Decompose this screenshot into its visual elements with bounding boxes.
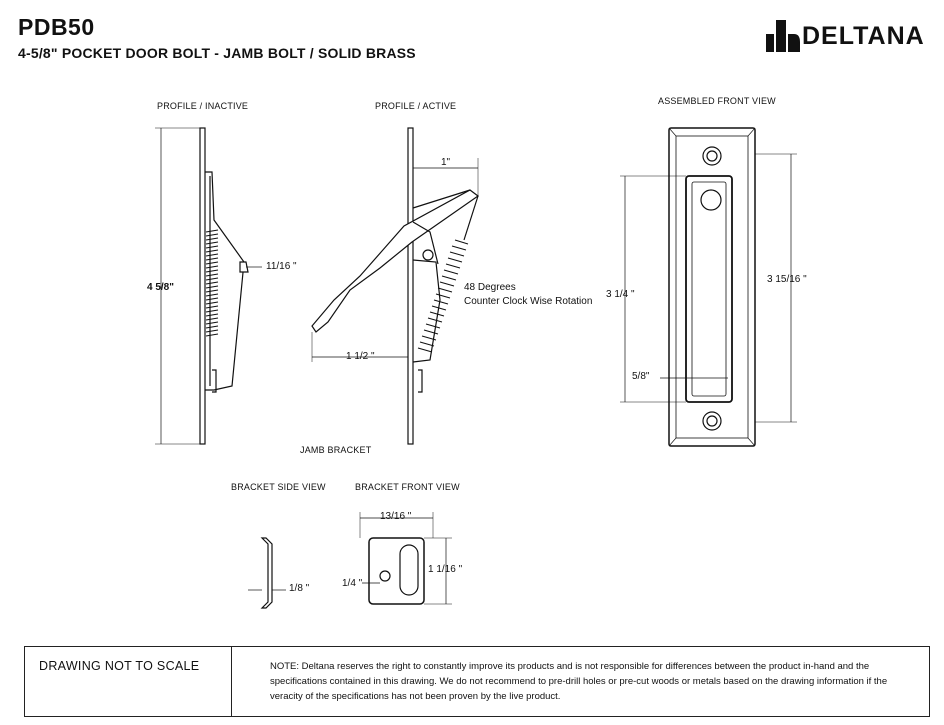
dim-active-top: 1" <box>441 157 451 168</box>
rotation-note-line2: Counter Clock Wise Rotation <box>464 296 593 307</box>
profile-active-view <box>311 127 480 445</box>
dim-face-width: 5/8" <box>632 371 650 382</box>
footer-divider <box>231 647 232 716</box>
dim-bracket-thickness: 1/8 " <box>289 583 310 594</box>
label-bracket-side: BRACKET SIDE VIEW <box>231 482 326 492</box>
dim-plate-height: 3 15/16 " <box>767 274 807 285</box>
label-jamb-bracket: JAMB BRACKET <box>300 445 372 455</box>
page-title: PDB50 <box>18 14 95 40</box>
assembled-front-view <box>620 127 797 447</box>
dim-bracket-width: 13/16 " <box>380 511 412 522</box>
dim-slot-height: 3 1/4 " <box>606 289 635 300</box>
page-subtitle: 4-5/8" POCKET DOOR BOLT - JAMB BOLT / SO… <box>18 45 416 61</box>
dim-bracket-height: 1 1/16 " <box>428 564 463 575</box>
rotation-note-line1: 48 Degrees <box>464 282 516 293</box>
label-assembled-front: ASSEMBLED FRONT VIEW <box>658 96 776 106</box>
bracket-front-view <box>359 512 452 605</box>
disclaimer-note: NOTE: Deltana reserves the right to cons… <box>270 661 888 702</box>
label-profile-active: PROFILE / ACTIVE <box>375 101 457 111</box>
logo-wordmark: DELTANA <box>802 22 925 50</box>
footer-note-box: DRAWING NOT TO SCALE NOTE: Deltana reser… <box>24 646 930 717</box>
deltana-logo: DELTANA <box>766 20 936 52</box>
deltana-logo-mark-icon <box>766 20 800 52</box>
dim-bracket-hole: 1/4 " <box>342 578 363 589</box>
bracket-side-view <box>248 537 286 609</box>
drawing-scale-label: DRAWING NOT TO SCALE <box>39 659 200 673</box>
dim-projection-inactive: 11/16 " <box>266 261 297 272</box>
profile-inactive-view <box>155 127 262 445</box>
dim-active-reach: 1 1/2 " <box>346 351 375 362</box>
dim-overall-height: 4 5/8" <box>147 282 174 293</box>
label-bracket-front: BRACKET FRONT VIEW <box>355 482 460 492</box>
label-profile-inactive: PROFILE / INACTIVE <box>157 101 249 111</box>
